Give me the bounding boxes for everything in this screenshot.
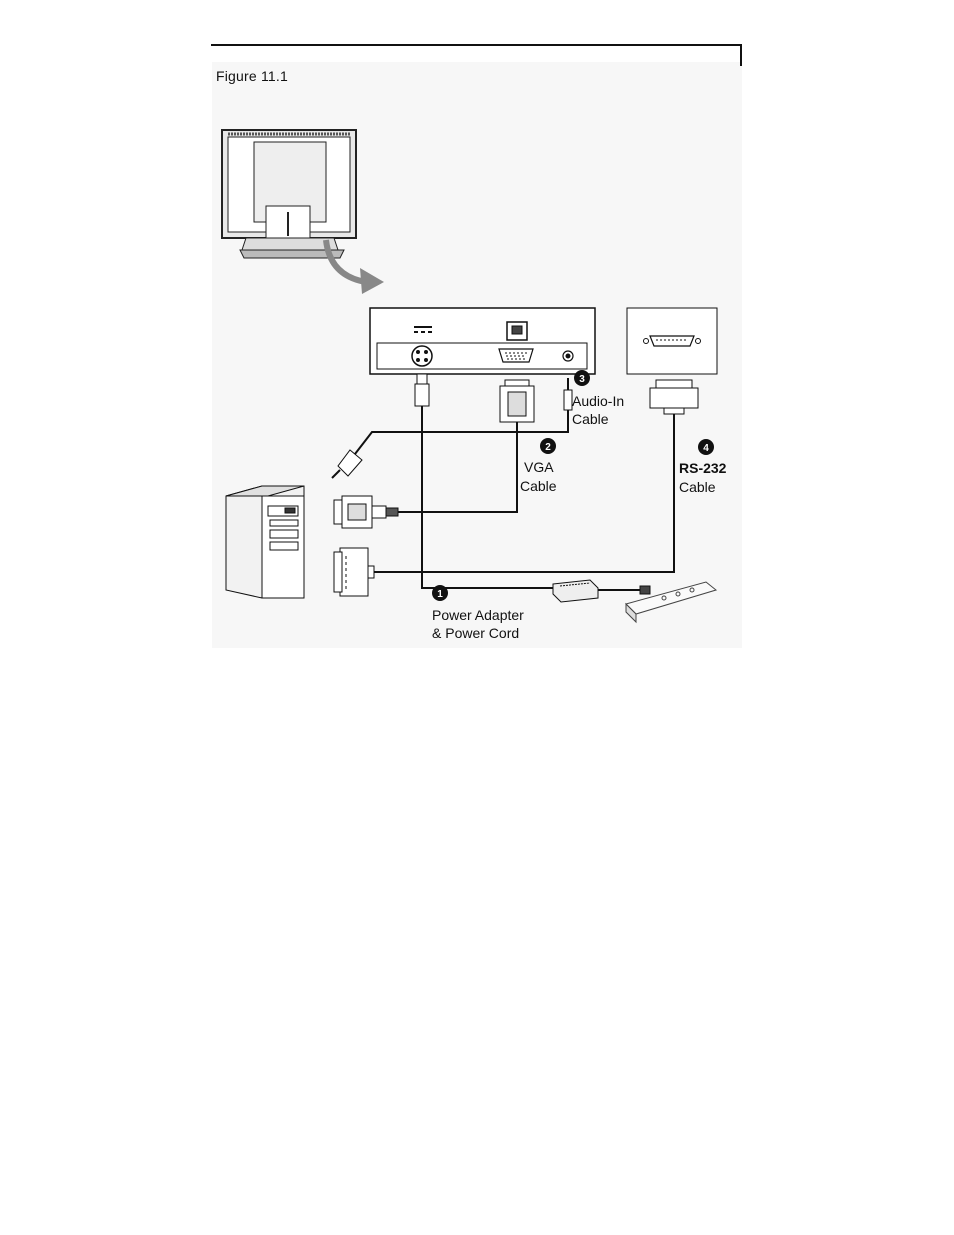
callout-1-label-line1: Power Adapter [432,607,524,623]
cable-plugs [414,373,699,423]
pc-tower-icon [225,485,305,599]
arrow-head [360,268,384,294]
callout-2: 2 [540,438,556,454]
header-rule [211,44,742,46]
monitor-connector-panel [369,307,596,375]
power-adapter-icon [552,579,599,603]
rs232-plug-pc-end [333,547,375,597]
callout-4-label-line2: Cable [679,479,716,495]
arrow-curve [323,239,367,285]
callout-2-label-line2: Cable [520,478,557,494]
usb-port-icon [506,321,528,341]
callout-3-label-line2: Cable [572,411,609,427]
audio-plug-pc-end [331,449,363,479]
dc-power-icon [414,326,432,333]
callout-3-label-line1: Audio-In [572,393,624,409]
callout-2-label-line1: VGA [524,459,554,475]
svg-text:3: 3 [579,374,585,385]
monitor-rear-view [221,129,357,259]
vga-plug-pc-end [333,495,399,529]
header-tick [740,44,742,66]
callout-1-label-line2: & Power Cord [432,625,519,641]
callout-4-label-line1: RS-232 [679,460,727,476]
power-strip-icon [625,581,718,624]
rs232-port-panel [626,307,718,375]
callout-4: 4 [698,439,714,455]
power-port-icon [411,345,433,367]
svg-text:4: 4 [703,443,709,454]
cables [354,406,675,591]
callout-3: 3 [574,370,590,386]
svg-text:1: 1 [437,589,443,600]
callout-1: 1 [432,585,448,601]
svg-text:2: 2 [545,442,551,453]
figure-caption: Figure 11.1 [216,68,288,84]
